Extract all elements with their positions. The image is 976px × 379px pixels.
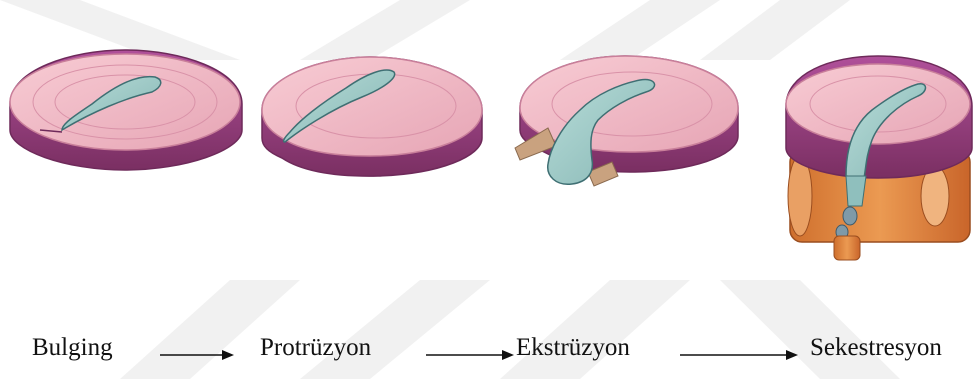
label-sequestration: Sekestresyon: [810, 333, 942, 363]
disc-sequestration-illustration: [786, 56, 972, 260]
label-bulging: Bulging: [32, 333, 113, 363]
arrow-protrusion-to-extrusion: [426, 350, 514, 360]
disc-protrusion-illustration: [262, 57, 482, 176]
disc-extrusion-illustration: [515, 56, 738, 186]
arrow-extrusion-to-sequestration: [680, 350, 798, 360]
label-extrusion: Ekstrüzyon: [516, 333, 630, 363]
label-protrusion: Protrüzyon: [260, 333, 371, 363]
disc-bulging-illustration: [10, 50, 242, 170]
